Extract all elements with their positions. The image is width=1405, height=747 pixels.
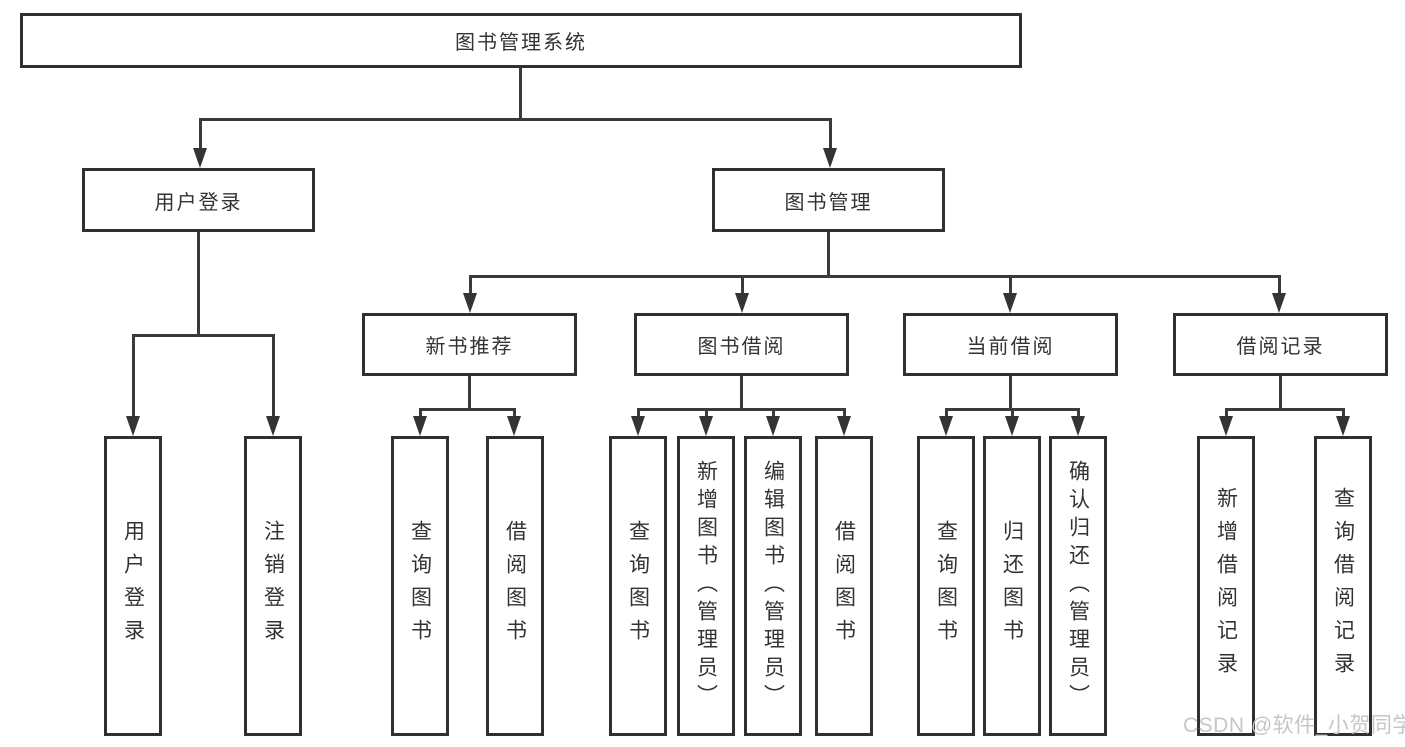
node-new-book-recommend: 新书推荐 (362, 313, 577, 376)
leaf-current-query-books: 查询图书 (917, 436, 975, 736)
leaf-current-return-books: 归还图书 (983, 436, 1041, 736)
connector-book-mgmt-shaft-4 (1278, 275, 1281, 299)
connector-root-bar (199, 118, 832, 121)
leaf-borrow-borrow-books: 借阅图书 (815, 436, 873, 736)
node-borrow-records-label: 借阅记录 (1236, 336, 1325, 358)
leaf-label: 借阅图书 (503, 520, 527, 652)
connector-book-mgmt-stem (827, 232, 830, 275)
arrow-down-icon (699, 416, 713, 436)
arrow-down-icon (463, 293, 477, 313)
arrow-down-icon (766, 416, 780, 436)
arrow-down-icon (735, 293, 749, 313)
connector-current-stem (1009, 376, 1012, 408)
connector-book-mgmt-shaft-1 (469, 275, 472, 299)
leaf-borrow-edit-books-admin: 编辑图书（管理员） (744, 436, 802, 736)
arrow-down-icon (823, 148, 837, 168)
leaf-label: 查询图书 (626, 520, 650, 652)
leaf-label: 归还图书 (1000, 520, 1024, 652)
leaf-label: 注销登录 (261, 520, 285, 652)
node-book-borrow: 图书借阅 (634, 313, 849, 376)
connector-book-mgmt-shaft-2 (741, 275, 744, 299)
connector-root-left-shaft (199, 118, 202, 154)
arrow-down-icon (631, 416, 645, 436)
leaf-borrow-query-books: 查询图书 (609, 436, 667, 736)
connector-root-stem (519, 68, 522, 118)
connector-user-login-shaft-1 (132, 334, 135, 422)
connector-borrow-bar (637, 408, 845, 411)
arrow-down-icon (1272, 293, 1286, 313)
arrow-down-icon (507, 416, 521, 436)
connector-user-login-stem (197, 232, 200, 334)
arrow-down-icon (126, 416, 140, 436)
connector-records-bar (1225, 408, 1344, 411)
csdn-watermark: CSDN @软件_小贺同学 (1183, 714, 1405, 737)
leaf-label: 编辑图书（管理员） (761, 460, 785, 712)
node-new-book-recommend-label: 新书推荐 (425, 336, 514, 358)
node-user-login: 用户登录 (82, 168, 315, 232)
node-book-management: 图书管理 (712, 168, 945, 232)
connector-borrow-stem (740, 376, 743, 408)
connector-new-rec-stem (468, 376, 471, 408)
leaf-label: 新增图书（管理员） (694, 460, 718, 712)
connector-records-stem (1279, 376, 1282, 408)
node-root-system: 图书管理系统 (20, 13, 1022, 68)
connector-new-rec-bar (419, 408, 516, 411)
leaf-label: 借阅图书 (832, 520, 856, 652)
leaf-label: 查询图书 (408, 520, 432, 652)
arrow-down-icon (1005, 416, 1019, 436)
leaf-borrow-add-books-admin: 新增图书（管理员） (677, 436, 735, 736)
leaf-user-login: 用户登录 (104, 436, 162, 736)
arrow-down-icon (266, 416, 280, 436)
leaf-label: 用户登录 (121, 520, 145, 652)
node-borrow-records: 借阅记录 (1173, 313, 1388, 376)
leaf-label: 查询图书 (934, 520, 958, 652)
leaf-logout: 注销登录 (244, 436, 302, 736)
arrow-down-icon (1071, 416, 1085, 436)
leaf-newrec-borrow-books: 借阅图书 (486, 436, 544, 736)
leaf-label: 确认归还（管理员） (1066, 460, 1090, 712)
connector-book-mgmt-bar (469, 275, 1281, 278)
arrow-down-icon (413, 416, 427, 436)
node-current-borrow: 当前借阅 (903, 313, 1118, 376)
arrow-down-icon (1219, 416, 1233, 436)
connector-book-mgmt-shaft-3 (1009, 275, 1012, 299)
leaf-newrec-query-books: 查询图书 (391, 436, 449, 736)
leaf-records-add-record: 新增借阅记录 (1197, 436, 1255, 736)
arrow-down-icon (193, 148, 207, 168)
leaf-records-query-record: 查询借阅记录 (1314, 436, 1372, 736)
arrow-down-icon (1336, 416, 1350, 436)
node-root-label: 图书管理系统 (455, 32, 587, 54)
leaf-label: 查询借阅记录 (1331, 487, 1355, 685)
node-current-borrow-label: 当前借阅 (966, 336, 1055, 358)
leaf-label: 新增借阅记录 (1214, 487, 1238, 685)
arrow-down-icon (1003, 293, 1017, 313)
connector-root-right-shaft (829, 118, 832, 154)
connector-user-login-bar (132, 334, 275, 337)
arrow-down-icon (939, 416, 953, 436)
node-user-login-label: 用户登录 (154, 191, 243, 214)
connector-user-login-shaft-2 (272, 334, 275, 422)
node-book-borrow-label: 图书借阅 (697, 336, 786, 358)
leaf-current-confirm-return-admin: 确认归还（管理员） (1049, 436, 1107, 736)
arrow-down-icon (837, 416, 851, 436)
node-book-management-label: 图书管理 (784, 191, 873, 214)
